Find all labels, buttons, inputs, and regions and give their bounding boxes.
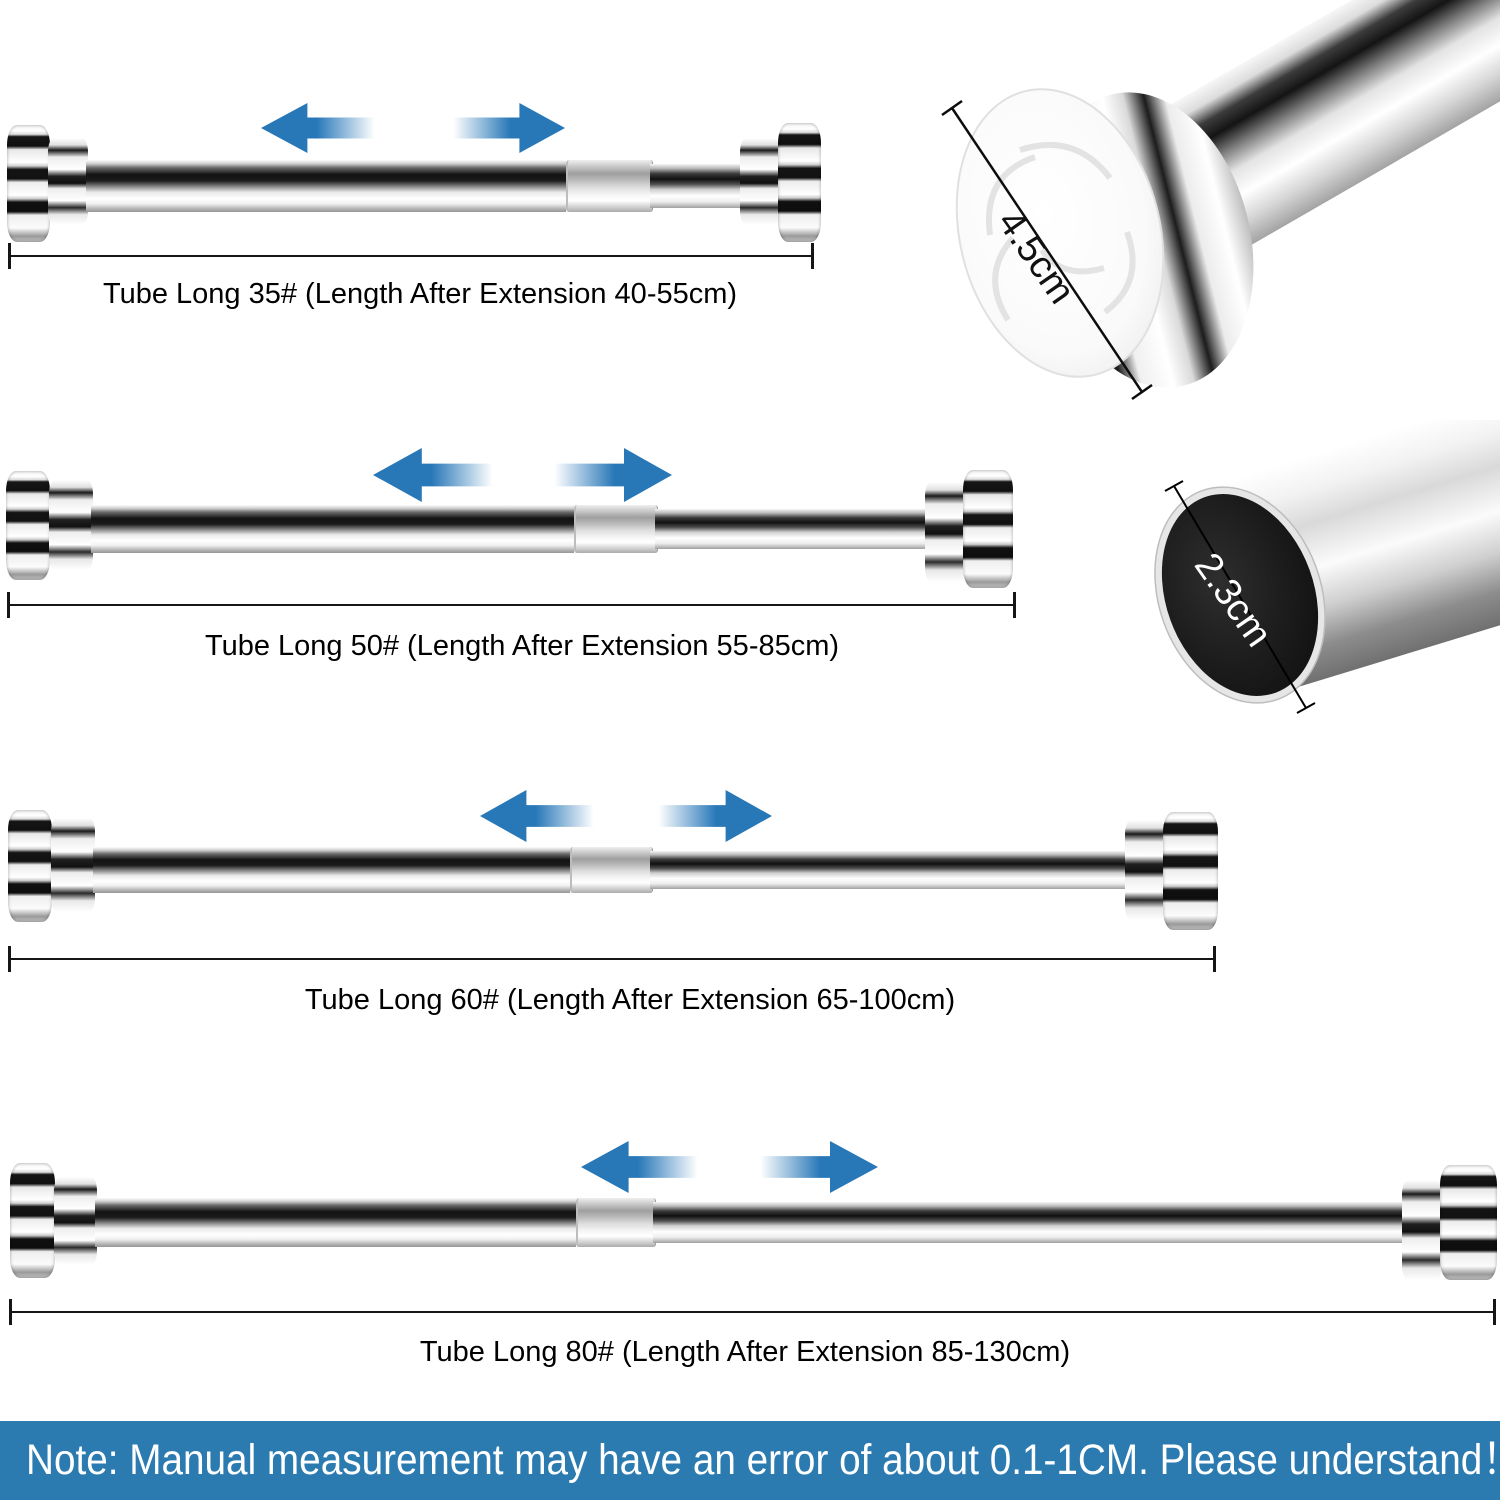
end-cap-right-collar <box>925 482 965 582</box>
cap-face-petal-pattern <box>986 141 1136 322</box>
measurement-tick-right <box>1013 592 1016 618</box>
arrow-left-icon <box>261 103 377 153</box>
measurement-tick-left <box>9 1299 12 1325</box>
arrow-right-icon <box>451 103 565 153</box>
tube-inner-segment <box>653 1202 1404 1243</box>
end-cap-left-collar <box>51 818 95 912</box>
tube-inner-segment <box>655 509 927 549</box>
note-banner: Note: Manual measurement may have an err… <box>0 1421 1500 1500</box>
arrow-left-icon <box>373 448 495 502</box>
arrow-right-icon <box>758 1141 878 1193</box>
end-cap-right-outer <box>1440 1165 1497 1280</box>
rod-label: Tube Long 60# (Length After Extension 65… <box>304 984 956 1016</box>
measurement-tick-left <box>8 946 11 972</box>
tube-junction-sleeve <box>574 505 658 553</box>
cap-closeup-photo: 4.5cm <box>941 0 1500 401</box>
tube-dimension <box>1164 480 1316 714</box>
end-cap-left-outer <box>8 810 52 922</box>
measurement-line <box>9 1311 1496 1313</box>
end-cap-right-collar <box>740 138 780 225</box>
end-cap-left-outer <box>6 471 50 580</box>
rod-label: Tube Long 35# (Length After Extension 40… <box>102 278 738 310</box>
measurement-line <box>8 255 814 257</box>
end-cap-right-outer <box>963 470 1013 588</box>
end-cap-right-collar <box>1402 1180 1442 1280</box>
end-cap-left-collar <box>54 1177 97 1265</box>
arrow-left-icon <box>480 790 596 842</box>
rod-label: Tube Long 50# (Length After Extension 55… <box>204 630 840 662</box>
measurement-tick-right <box>811 243 814 269</box>
measurement-tick-right <box>1213 946 1216 972</box>
tube-outer-segment <box>91 505 574 553</box>
end-cap-left-collar <box>48 138 88 225</box>
end-cap-right-outer <box>778 123 821 242</box>
note-text: Note: Manual measurement may have an err… <box>26 1436 1500 1484</box>
arrow-left-icon <box>581 1141 700 1193</box>
tube-junction-sleeve <box>576 1198 656 1247</box>
tube-closeup-photo: 2.3cm <box>1154 420 1500 714</box>
tube-outer-segment <box>86 160 566 212</box>
end-cap-left-outer <box>10 1163 55 1278</box>
tube-outer-segment <box>95 1198 576 1247</box>
measurement-tick-left <box>7 592 10 618</box>
tube-open-end <box>1161 494 1319 696</box>
tube-inner-segment <box>650 164 742 208</box>
end-cap-left-collar <box>49 480 93 570</box>
cap-dimension <box>941 99 1153 401</box>
measurement-tick-right <box>1493 1299 1496 1325</box>
arrow-right-icon <box>656 790 772 842</box>
arrow-right-icon <box>552 448 672 502</box>
end-cap-left-outer <box>7 125 50 242</box>
end-cap-right-outer <box>1163 812 1218 930</box>
measurement-line <box>7 604 1016 606</box>
tube-inner-segment <box>650 851 1127 889</box>
tube-outer-segment <box>93 847 570 893</box>
measurement-line <box>8 958 1216 960</box>
tube-junction-sleeve <box>566 160 653 212</box>
end-cap-right-collar <box>1125 820 1165 920</box>
measurement-tick-left <box>8 243 11 269</box>
tube-junction-sleeve <box>570 847 653 893</box>
rod-label: Tube Long 80# (Length After Extension 85… <box>419 1336 1071 1368</box>
